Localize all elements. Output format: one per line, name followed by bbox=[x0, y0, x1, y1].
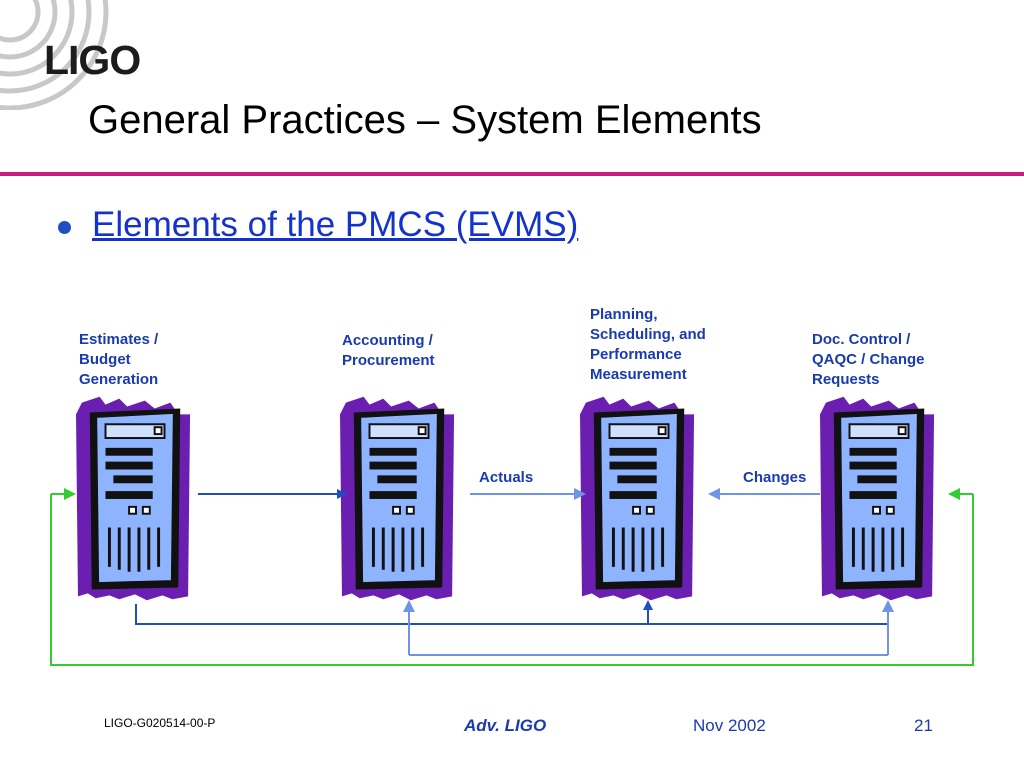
server-tower-icon-doc-control bbox=[820, 395, 936, 602]
connector-bottom-dark bbox=[135, 604, 889, 625]
node-label-planning: Planning, Scheduling, and Performance Me… bbox=[590, 306, 706, 383]
footer-page-number: 21 bbox=[914, 716, 933, 735]
subtitle-link[interactable]: Elements of the PMCS (EVMS) bbox=[92, 205, 579, 244]
footer-project: Adv. LIGO bbox=[464, 716, 547, 735]
server-tower-icon-planning bbox=[580, 395, 696, 602]
server-tower-icon-accounting bbox=[340, 395, 456, 602]
title-divider bbox=[0, 172, 1024, 176]
slide-title: General Practices – System Elements bbox=[88, 98, 762, 142]
flow-label-actuals: Actuals bbox=[479, 469, 534, 486]
node-label-accounting: Accounting / Procurement bbox=[342, 332, 435, 369]
footer-date: Nov 2002 bbox=[693, 716, 766, 735]
node-label-estimates: Estimates / Budget Generation bbox=[79, 331, 159, 388]
server-tower-icon-estimates bbox=[76, 395, 192, 602]
node-label-doc-control: Doc. Control / QAQC / Change Requests bbox=[812, 331, 925, 388]
feedback-loop bbox=[50, 494, 974, 666]
footer-doc-id: LIGO-G020514-00-P bbox=[104, 716, 216, 730]
logo-rings-graphic bbox=[0, 0, 109, 110]
ligo-logo: LIGO bbox=[44, 37, 141, 83]
bullet-icon bbox=[58, 221, 71, 234]
flow-label-changes: Changes bbox=[743, 469, 807, 486]
